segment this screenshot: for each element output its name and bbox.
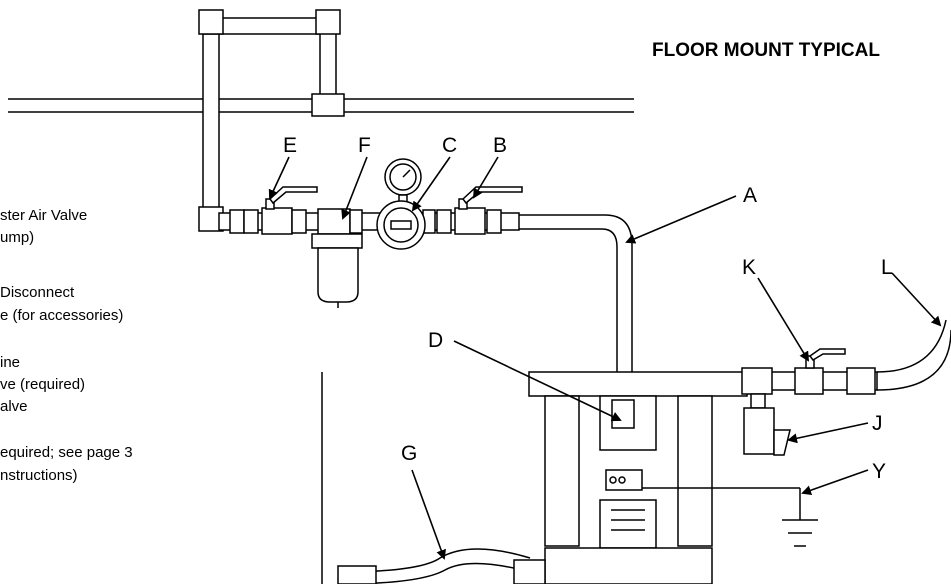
callout-labels: E F C B A D K L J Y G [283, 134, 893, 483]
legend-line: equired; see page 3 [0, 444, 133, 461]
legend-line: ve (required) [0, 376, 86, 393]
regulator-gauge [376, 158, 426, 250]
leader-lines [268, 156, 942, 560]
legend-line: ump) [0, 229, 35, 246]
callout-e: E [283, 134, 297, 157]
legend-line: ster Air Valve [0, 207, 88, 224]
callout-y: Y [872, 460, 886, 483]
fluid-hose-l [876, 319, 951, 391]
diagram-title: FLOOR MOUNT TYPICAL [652, 40, 880, 61]
callout-b: B [493, 134, 507, 157]
right-fluid-line [741, 348, 878, 456]
callout-k: K [742, 256, 756, 279]
ground-wire [642, 487, 818, 547]
callout-j: J [872, 412, 883, 435]
callout-f: F [358, 134, 371, 157]
legend-line: ine [0, 354, 21, 371]
callout-a: A [743, 184, 757, 207]
callout-d: D [428, 329, 443, 352]
callout-l: L [881, 256, 893, 279]
suction-hose-g [321, 372, 546, 584]
legend-line: e (for accessories) [0, 307, 124, 324]
pump-body [528, 371, 748, 584]
air-line-assembly [218, 186, 523, 235]
legend-line: nstructions) [0, 467, 78, 484]
filter-unit [311, 233, 363, 308]
callout-g: G [401, 442, 417, 465]
legend-line: alve [0, 398, 28, 415]
callout-c: C [442, 134, 457, 157]
legend-line: Disconnect [0, 284, 75, 301]
supply-hose-a [519, 214, 633, 395]
